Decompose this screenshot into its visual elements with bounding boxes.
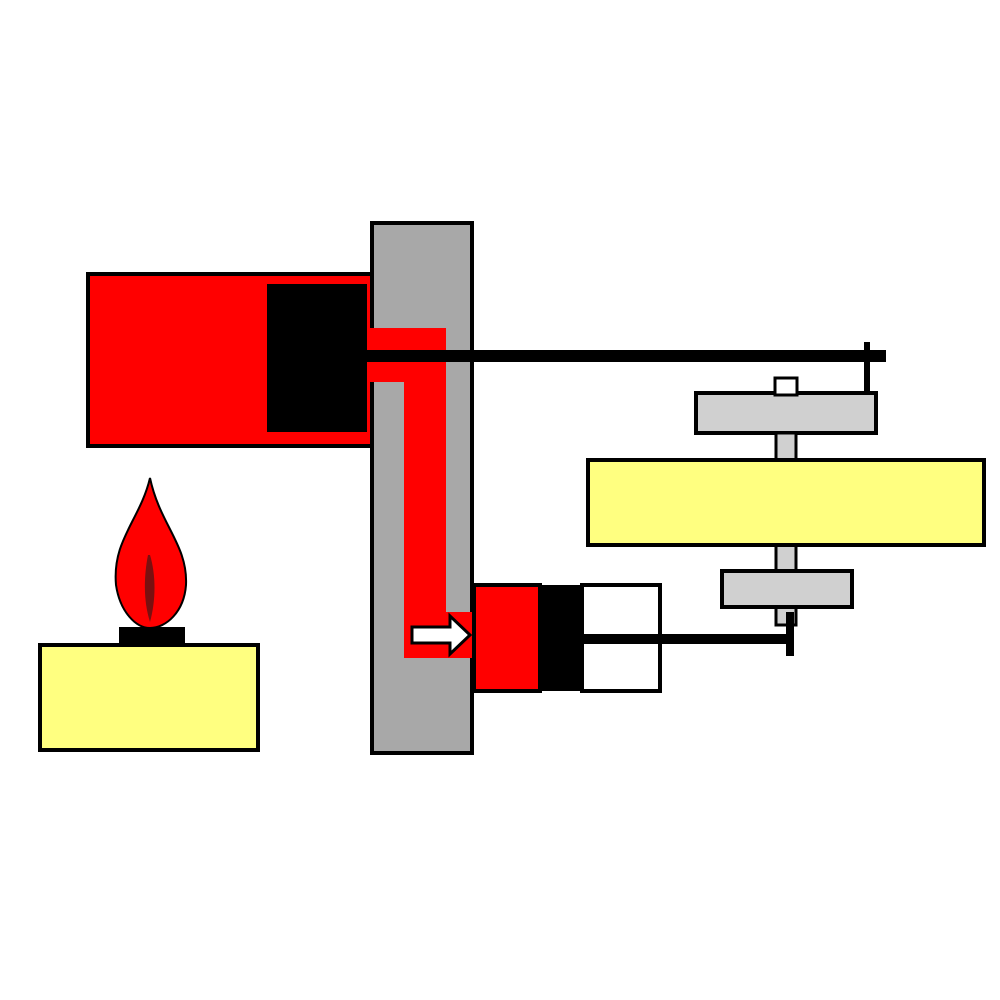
burner-base — [38, 643, 260, 752]
power-rod-end — [786, 612, 794, 656]
displacer-rod-end — [864, 342, 870, 392]
gas-transfer-passage — [366, 328, 474, 658]
flame-icon — [114, 477, 188, 630]
crank-disc-lower — [720, 569, 854, 609]
power-piston — [540, 585, 582, 691]
displacer-rod — [366, 350, 886, 362]
burner-wick-holder — [119, 627, 185, 646]
flywheel — [586, 458, 986, 547]
power-piston-rod — [582, 634, 794, 644]
crank-disc-upper — [694, 391, 878, 435]
arrow-right-icon — [410, 612, 473, 658]
displacer-piston — [267, 284, 367, 432]
crank-pin-upper — [773, 376, 799, 397]
power-cylinder-hot-space — [472, 583, 542, 693]
